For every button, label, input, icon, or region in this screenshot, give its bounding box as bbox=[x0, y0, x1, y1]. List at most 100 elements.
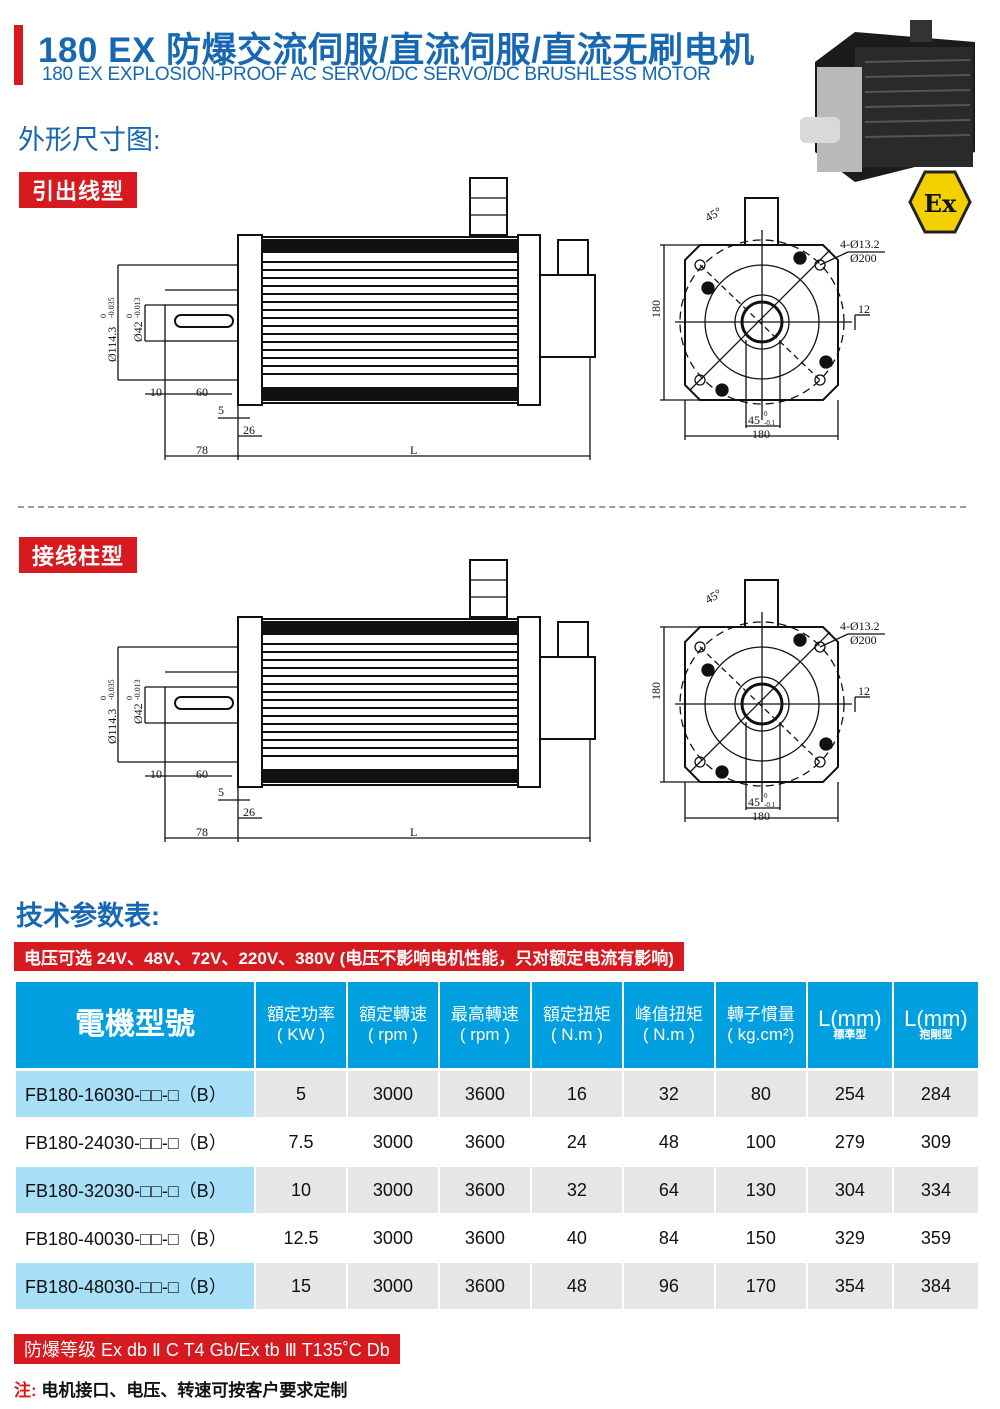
dim-60: 60 bbox=[196, 767, 208, 781]
value-cell: 40 bbox=[531, 1215, 622, 1263]
svg-text:0: 0 bbox=[125, 696, 134, 700]
header-label: 額定轉速 bbox=[358, 1005, 427, 1024]
section-divider bbox=[18, 506, 966, 508]
model-cell: FB180-40030-□□-□（B） bbox=[16, 1215, 254, 1263]
model-cell: FB180-48030-□□-□（B） bbox=[16, 1263, 254, 1311]
header-label: 最高轉速 bbox=[450, 1005, 519, 1024]
value-cell: 100 bbox=[715, 1119, 806, 1167]
dim-width: 180 bbox=[752, 427, 770, 441]
dim-L: L bbox=[410, 825, 417, 839]
header-unit: ( N.m ) bbox=[642, 1025, 695, 1044]
dim-26: 26 bbox=[243, 423, 255, 437]
svg-text:-0.035: -0.035 bbox=[107, 297, 116, 318]
value-cell: 3000 bbox=[347, 1119, 438, 1167]
column-header: 最高轉速( rpm ) bbox=[439, 982, 530, 1071]
dim-shaft-dia: Ø42 bbox=[131, 321, 145, 342]
dim-78: 78 bbox=[196, 825, 208, 839]
value-cell: 359 bbox=[893, 1215, 978, 1263]
header-unit: ( KW ) bbox=[276, 1025, 326, 1044]
value-cell: 354 bbox=[807, 1263, 892, 1311]
motor-photo: Ex bbox=[800, 20, 975, 234]
value-cell: 15 bbox=[256, 1263, 346, 1311]
svg-text:0: 0 bbox=[764, 410, 768, 418]
model-cell: FB180-24030-□□-□（B） bbox=[16, 1119, 254, 1167]
dim-L: L bbox=[410, 443, 417, 457]
header-unit: 標準型 bbox=[833, 1029, 867, 1041]
header-label: L(mm) bbox=[818, 1006, 882, 1031]
title-accent-bar bbox=[14, 25, 23, 85]
svg-text:-0.013: -0.013 bbox=[133, 679, 142, 700]
dim-60: 60 bbox=[196, 385, 208, 399]
value-cell: 64 bbox=[623, 1167, 714, 1215]
voltage-note: 电压可选 24V、48V、72V、220V、380V (电压不影响电机性能，只对… bbox=[14, 942, 684, 971]
svg-text:0: 0 bbox=[764, 792, 768, 800]
specs-heading: 技术参数表: bbox=[16, 901, 160, 931]
dim-flange-dia: Ø114.3 bbox=[105, 327, 119, 362]
value-cell: 32 bbox=[623, 1071, 714, 1119]
variant-tag-lead-wire: 引出线型 bbox=[19, 172, 138, 208]
svg-text:-0.1: -0.1 bbox=[764, 419, 776, 427]
value-cell: 284 bbox=[893, 1071, 978, 1119]
value-cell: 334 bbox=[893, 1167, 978, 1215]
dim-10: 10 bbox=[150, 385, 162, 399]
spec-table: 電機型號額定功率( KW )額定轉速( rpm )最高轉速( rpm )額定扭矩… bbox=[14, 982, 980, 1311]
dimensions-heading: 外形尺寸图: bbox=[18, 125, 161, 155]
dim-key: 12 bbox=[858, 302, 870, 316]
value-cell: 48 bbox=[531, 1263, 622, 1311]
dim-key: 12 bbox=[858, 684, 870, 698]
value-cell: 309 bbox=[893, 1119, 978, 1167]
header-label: L(mm) bbox=[904, 1006, 968, 1031]
header-label: 轉子慣量 bbox=[726, 1005, 795, 1024]
dim-5: 5 bbox=[218, 403, 224, 417]
header-unit: ( kg.cm²) bbox=[727, 1025, 795, 1044]
value-cell: 96 bbox=[623, 1263, 714, 1311]
dim-holes: 4-Ø13.2 bbox=[840, 619, 880, 633]
dim-10: 10 bbox=[150, 767, 162, 781]
value-cell: 3600 bbox=[439, 1215, 530, 1263]
svg-text:-0.013: -0.013 bbox=[133, 297, 142, 318]
header-label: 額定扭矩 bbox=[542, 1005, 611, 1024]
column-header: 轉子慣量( kg.cm²) bbox=[715, 982, 806, 1071]
svg-text:-0.035: -0.035 bbox=[107, 679, 116, 700]
column-header: L(mm)標準型 bbox=[807, 982, 892, 1071]
dim-5: 5 bbox=[218, 785, 224, 799]
note-text: 电机接口、电压、转速可按客户要求定制 bbox=[41, 1381, 348, 1400]
dim-pcd: Ø200 bbox=[850, 633, 877, 647]
svg-text:0: 0 bbox=[99, 696, 108, 700]
column-header: 額定轉速( rpm ) bbox=[347, 982, 438, 1071]
dim-height: 180 bbox=[649, 300, 663, 318]
header-unit: ( N.m ) bbox=[550, 1025, 603, 1044]
column-header: 額定扭矩( N.m ) bbox=[531, 982, 622, 1071]
dim-78: 78 bbox=[196, 443, 208, 457]
header-unit: ( rpm ) bbox=[367, 1025, 418, 1044]
value-cell: 304 bbox=[807, 1167, 892, 1215]
svg-text:-0.1: -0.1 bbox=[764, 801, 776, 809]
value-cell: 384 bbox=[893, 1263, 978, 1311]
value-cell: 3600 bbox=[439, 1263, 530, 1311]
value-cell: 3000 bbox=[347, 1167, 438, 1215]
dim-angle: 45° bbox=[703, 204, 725, 225]
footer-note: 注: 电机接口、电压、转速可按客户要求定制 bbox=[14, 1376, 347, 1401]
page-subtitle: 180 EX EXPLOSION-PROOF AC SERVO/DC SERVO… bbox=[42, 64, 711, 85]
header-unit: ( rpm ) bbox=[459, 1025, 510, 1044]
header-label: 額定功率 bbox=[266, 1005, 335, 1024]
column-header: 峰值扭矩( N.m ) bbox=[623, 982, 714, 1071]
table-header-row: 電機型號額定功率( KW )額定轉速( rpm )最高轉速( rpm )額定扭矩… bbox=[16, 982, 978, 1071]
value-cell: 24 bbox=[531, 1119, 622, 1167]
svg-text:0: 0 bbox=[125, 314, 134, 318]
model-cell: FB180-16030-□□-□（B） bbox=[16, 1071, 254, 1119]
value-cell: 7.5 bbox=[256, 1119, 346, 1167]
value-cell: 329 bbox=[807, 1215, 892, 1263]
value-cell: 150 bbox=[715, 1215, 806, 1263]
dim-key-depth: 45 bbox=[748, 795, 760, 809]
value-cell: 3600 bbox=[439, 1071, 530, 1119]
dim-shaft-dia: Ø42 bbox=[131, 703, 145, 724]
dim-flange-dia: Ø114.3 bbox=[105, 709, 119, 744]
explosion-rating: 防爆等级 Ex db Ⅱ C T4 Gb/Ex tb Ⅲ T135˚C Db bbox=[14, 1334, 400, 1364]
value-cell: 10 bbox=[256, 1167, 346, 1215]
